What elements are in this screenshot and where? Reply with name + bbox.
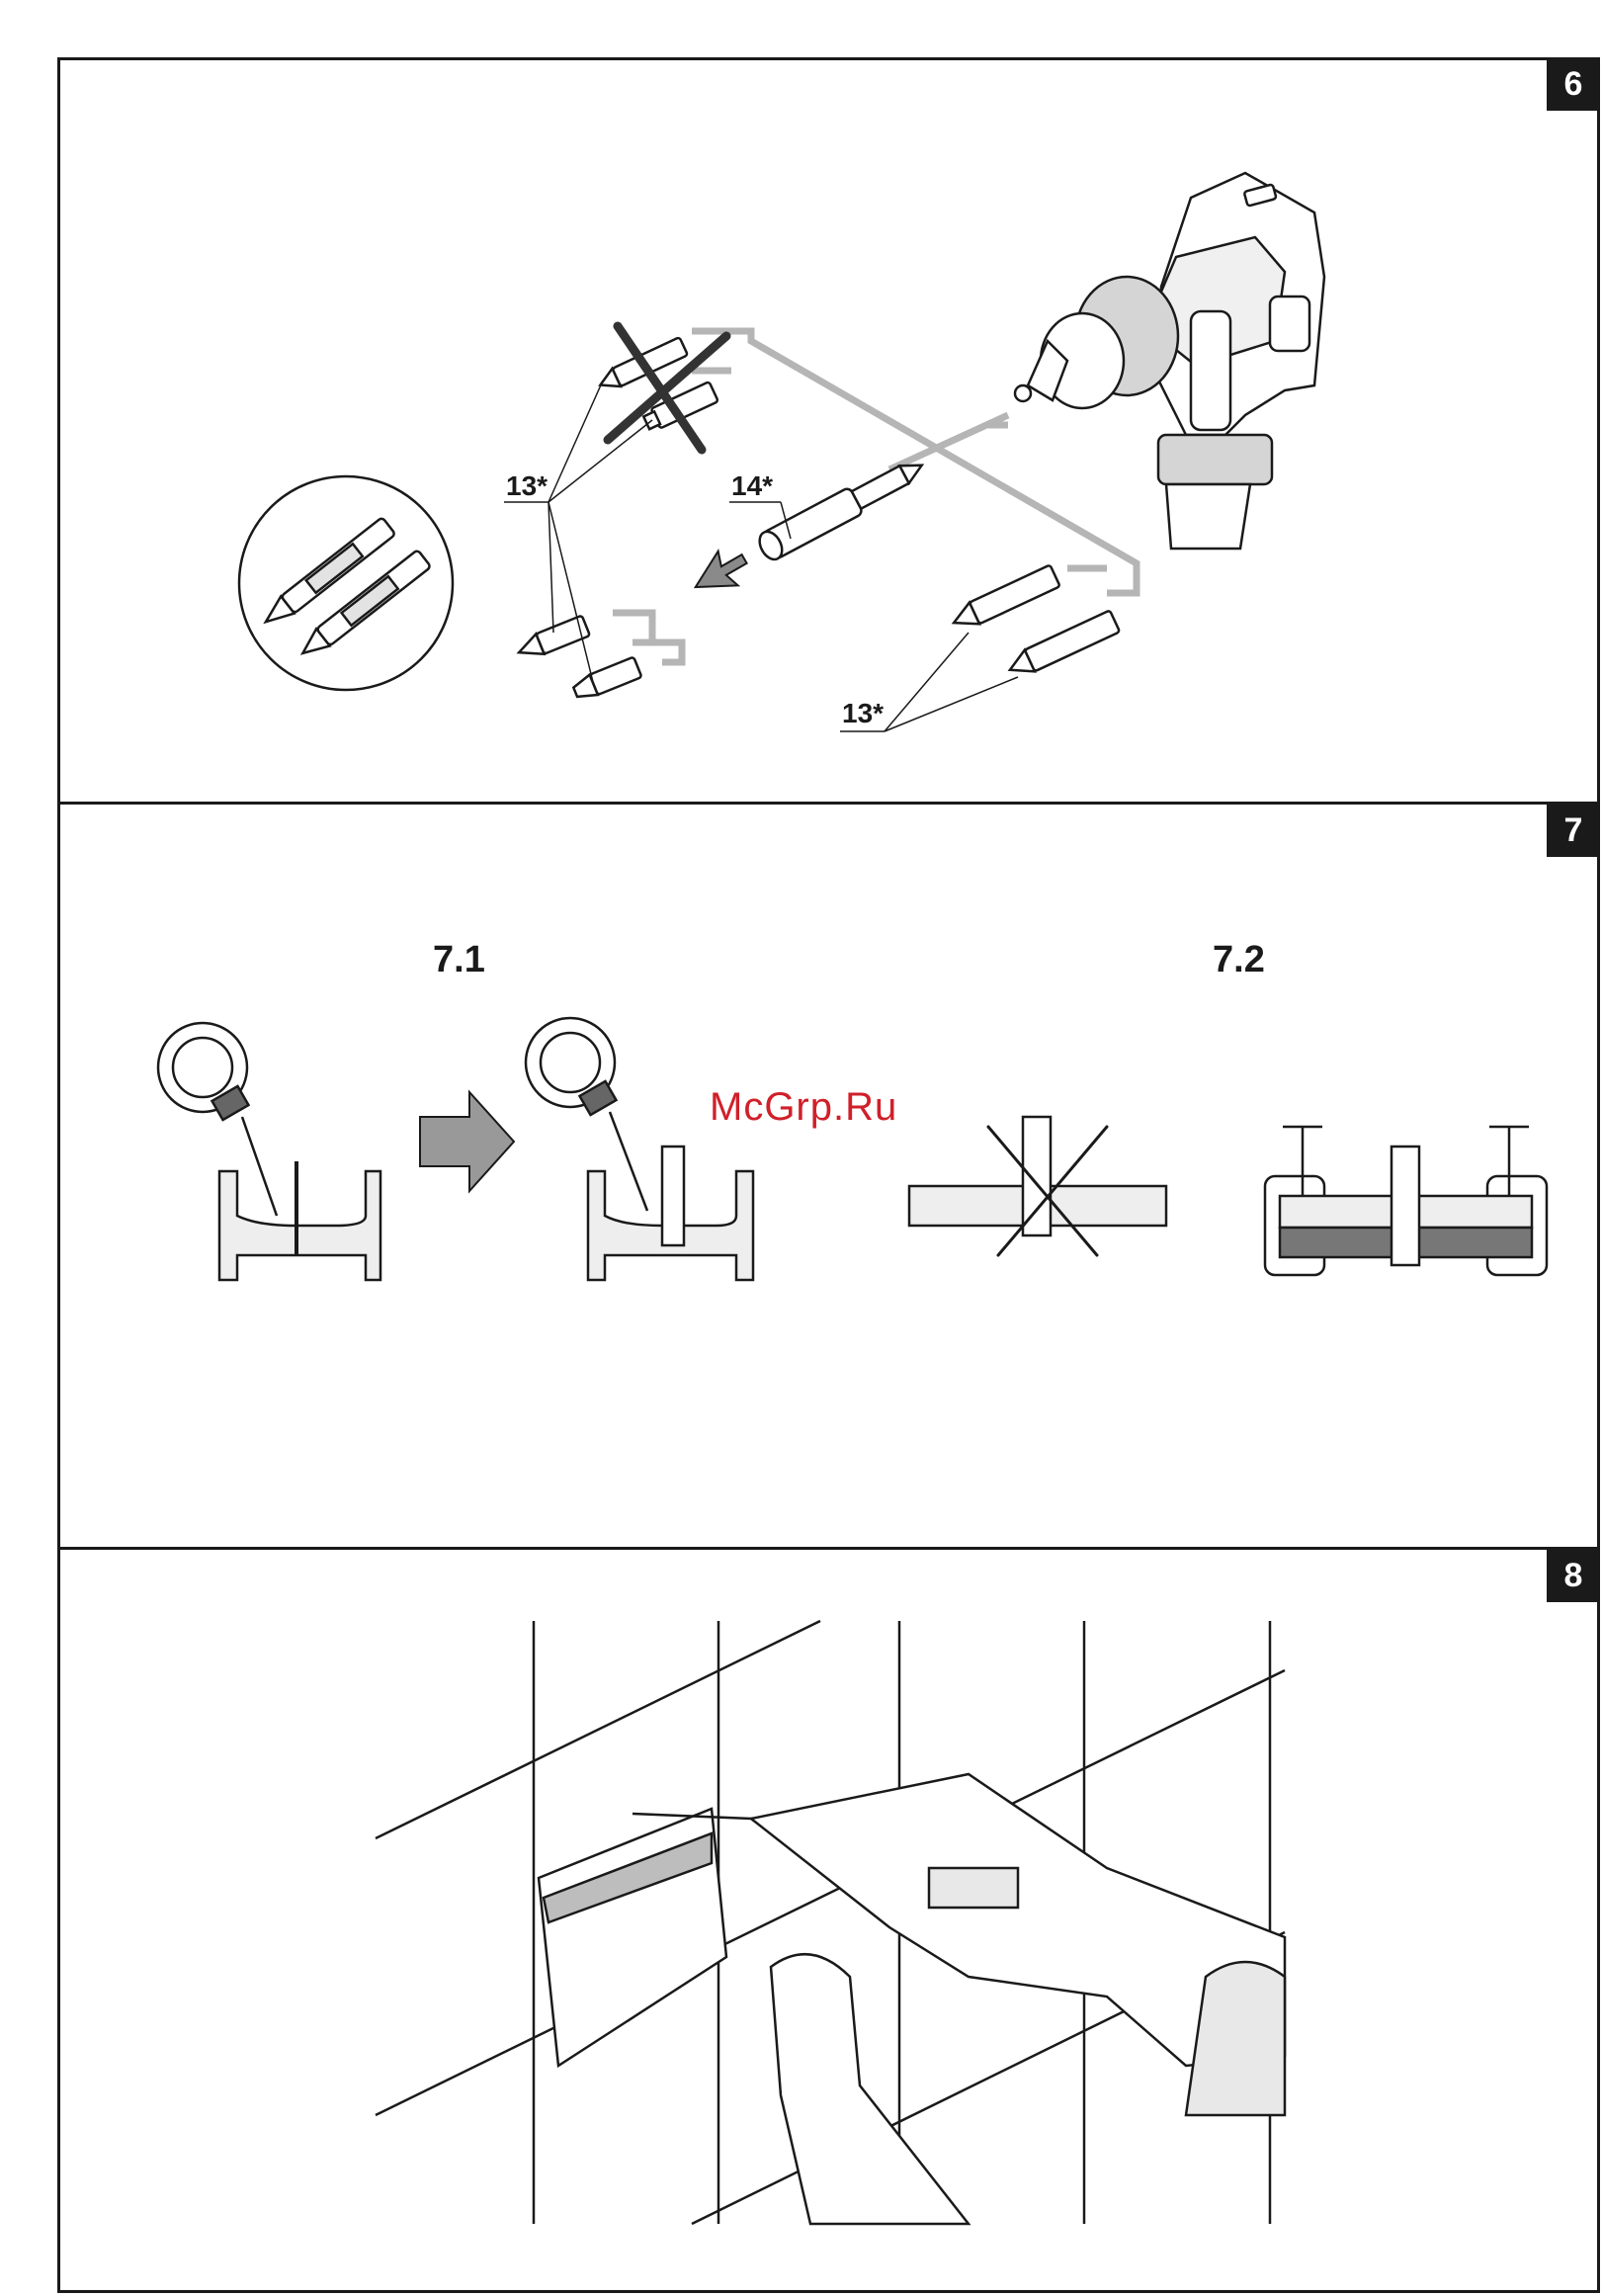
dust-catcher: [539, 1809, 726, 2066]
drill-hands-illustration: [633, 1774, 1285, 2224]
